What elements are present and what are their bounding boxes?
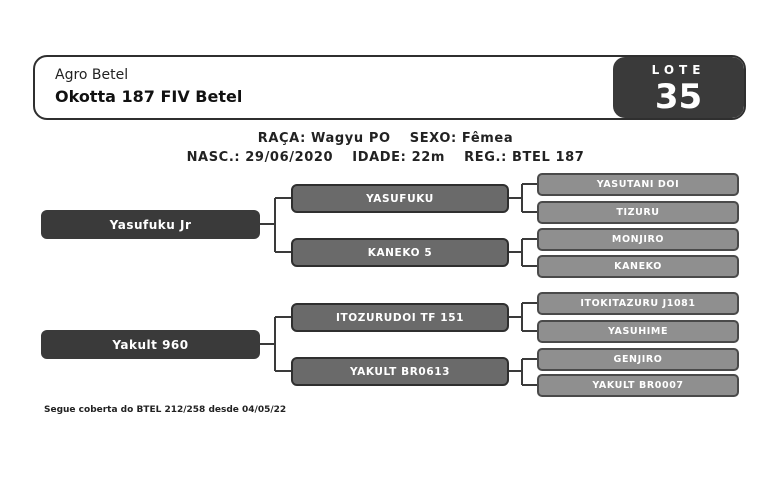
birth-date-text: NASC.: 29/06/2020 <box>186 150 334 165</box>
pedigree-ggs-2: MONJIRO <box>537 228 739 251</box>
pedigree-sire: Yasufuku Jr <box>41 210 260 239</box>
pedigree-ggs-4: GENJIRO <box>537 348 739 371</box>
lot-badge: LOTE 35 <box>613 57 744 118</box>
lot-header-card: Agro Betel Okotta 187 FIV Betel LOTE 35 <box>33 55 746 120</box>
breed-text: RAÇA: Wagyu PO <box>257 131 391 146</box>
pedigree-ggd-2: KANEKO <box>537 255 739 278</box>
animal-name: Okotta 187 FIV Betel <box>55 87 243 106</box>
lot-label: LOTE <box>651 63 706 77</box>
farm-name: Agro Betel <box>55 67 129 83</box>
lot-number: 35 <box>654 77 703 117</box>
registry-text: REG.: BTEL 187 <box>464 150 585 165</box>
pedigree-paternal-granddam: KANEKO 5 <box>291 238 509 267</box>
pedigree-ggd-4: YAKULT BR0007 <box>537 374 739 397</box>
pedigree-maternal-granddam: YAKULT BR0613 <box>291 357 509 386</box>
pedigree-paternal-grandsire: YASUFUKU <box>291 184 509 213</box>
info-line-2: NASC.: 29/06/2020 IDADE: 22m REG.: BTEL … <box>0 150 771 165</box>
pedigree-ggs-3: ITOKITAZURU J1081 <box>537 292 739 315</box>
pedigree-ggd-3: YASUHIME <box>537 320 739 343</box>
age-text: IDADE: 22m <box>352 150 446 165</box>
pedigree-ggs-1: YASUTANI DOI <box>537 173 739 196</box>
pedigree-maternal-grandsire: ITOZURUDOI TF 151 <box>291 303 509 332</box>
pedigree-dam: Yakult 960 <box>41 330 260 359</box>
info-line-1: RAÇA: Wagyu PO SEXO: Fêmea <box>0 131 771 146</box>
footer-note: Segue coberta do BTEL 212/258 desde 04/0… <box>44 405 287 415</box>
pedigree-ggd-1: TIZURU <box>537 201 739 224</box>
sex-text: SEXO: Fêmea <box>409 131 514 146</box>
